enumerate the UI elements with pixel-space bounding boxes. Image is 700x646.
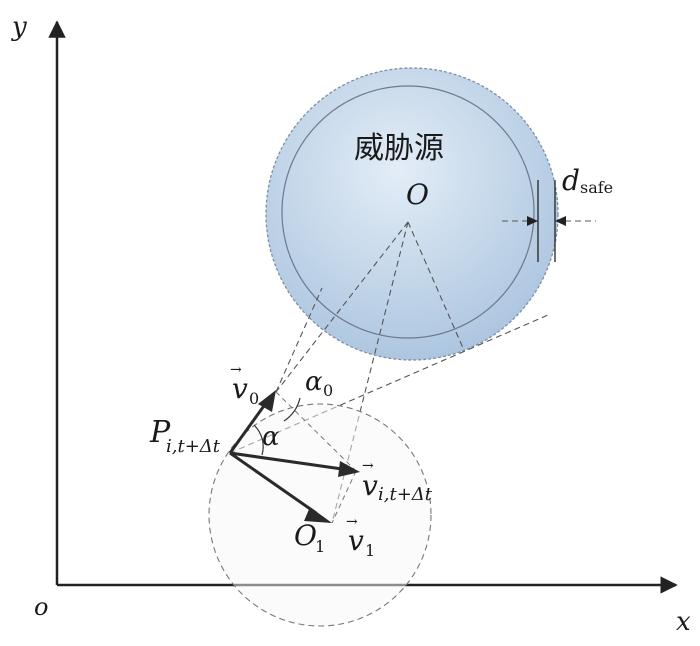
vector-v0-head xyxy=(258,390,276,412)
alpha0-label-sub: 0 xyxy=(323,381,333,400)
dash-O-to-O1 xyxy=(331,221,409,524)
dash-O-to-v0 xyxy=(275,221,409,393)
vi-arrow-glyph: → xyxy=(362,458,374,474)
safe-boundary-circle xyxy=(281,85,535,339)
vi-label-sub: i,t+Δt xyxy=(378,484,433,505)
O1-label-main: O xyxy=(294,519,317,552)
origin-label: o xyxy=(34,593,48,621)
vector-v0 xyxy=(228,402,268,454)
alpha-arc xyxy=(253,424,264,456)
dash-O-to-tangent xyxy=(407,221,464,349)
vector-vi-head xyxy=(338,461,360,477)
tangent-line-upper xyxy=(229,314,549,454)
dsafe-label-main: d xyxy=(562,164,580,197)
P-label-main: P xyxy=(149,415,171,450)
threat-title: 威胁源 xyxy=(354,131,444,166)
vector-vi xyxy=(229,451,343,471)
x-axis-label: x xyxy=(676,607,691,637)
v0-label-main: v xyxy=(232,372,248,405)
v1-arrow-glyph: → xyxy=(346,514,358,530)
alpha0-arc xyxy=(283,397,301,422)
alpha-label: α xyxy=(262,422,280,452)
dash-vi-to-O1 xyxy=(331,470,357,524)
v0-arrow-glyph: → xyxy=(230,362,242,378)
threat-center-label: O xyxy=(406,178,429,211)
dsafe-label-sub: safe xyxy=(580,178,613,197)
v1-label-sub: 1 xyxy=(365,541,375,560)
dsafe-right-arrowhead xyxy=(555,216,566,226)
y-axis-label: y xyxy=(11,12,27,42)
threat-source-circle xyxy=(265,67,559,361)
O1-label-sub: 1 xyxy=(315,537,325,556)
alpha0-label-main: α xyxy=(305,367,323,397)
v1-label-main: v xyxy=(348,524,364,557)
P-label-sub: i,t+Δt xyxy=(166,436,221,457)
tangent-line-left xyxy=(275,287,323,393)
dsafe-left-arrowhead xyxy=(527,216,538,226)
vi-label-main: v xyxy=(362,469,378,502)
vector-v1 xyxy=(229,451,317,515)
v0-label-sub: 0 xyxy=(249,389,259,408)
vector-v1-head xyxy=(304,507,332,523)
dash-v0-to-vi xyxy=(275,391,357,472)
